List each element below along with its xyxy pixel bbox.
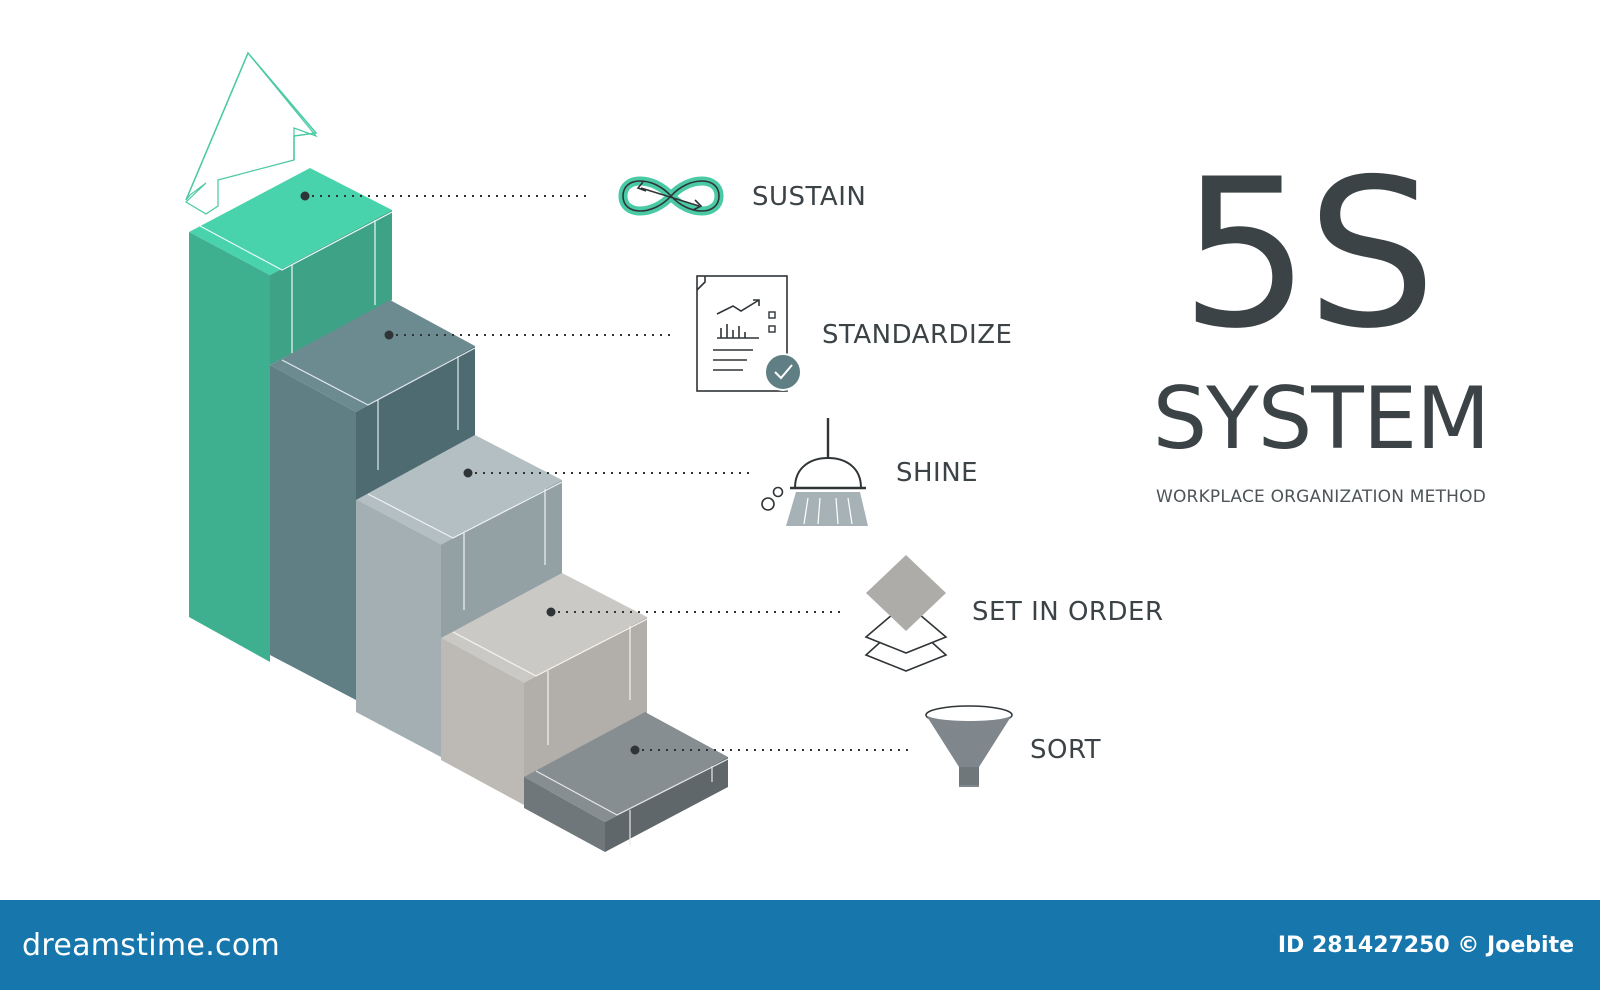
step-column-sort: [524, 712, 729, 852]
footer-image-id: ID 281427250 © Joebite: [1277, 933, 1574, 958]
leader-lines: [300, 191, 912, 755]
title-5s: 5S: [1180, 136, 1437, 374]
leader-dot-set-in-order: [546, 607, 556, 617]
footer-bar: dreamstime.com ID 281427250 © Joebite: [0, 900, 1600, 990]
layers-icon: [864, 555, 948, 672]
leader-dot-shine: [463, 468, 473, 478]
up-arrow-stroke: [185, 51, 318, 201]
leader-dot-sort: [630, 745, 640, 755]
footer-brand[interactable]: dreamstime.com: [22, 928, 280, 963]
up-arrow-outline: [185, 51, 318, 215]
staircase-diagram: [185, 51, 1013, 852]
step-label-set-in-order: SET IN ORDER: [972, 597, 1164, 627]
leader-dot-standardize: [384, 330, 394, 340]
step-label-sort: SORT: [1030, 735, 1102, 765]
step-label-shine: SHINE: [896, 458, 979, 488]
broom-icon: [761, 418, 868, 526]
step-column-sustain: [189, 168, 393, 662]
leader-dot-sustain: [300, 191, 310, 201]
step-label-sustain: SUSTAIN: [752, 182, 867, 212]
step-label-standardize: STANDARDIZE: [822, 320, 1013, 350]
document-check-icon: [696, 275, 802, 392]
funnel-icon: [925, 705, 1013, 787]
step-column-set-in-order: [441, 573, 648, 805]
title-system: SYSTEM: [1152, 369, 1491, 469]
infinity-icon: [618, 176, 724, 216]
title-subtitle: WORKPLACE ORGANIZATION METHOD: [1155, 487, 1487, 507]
